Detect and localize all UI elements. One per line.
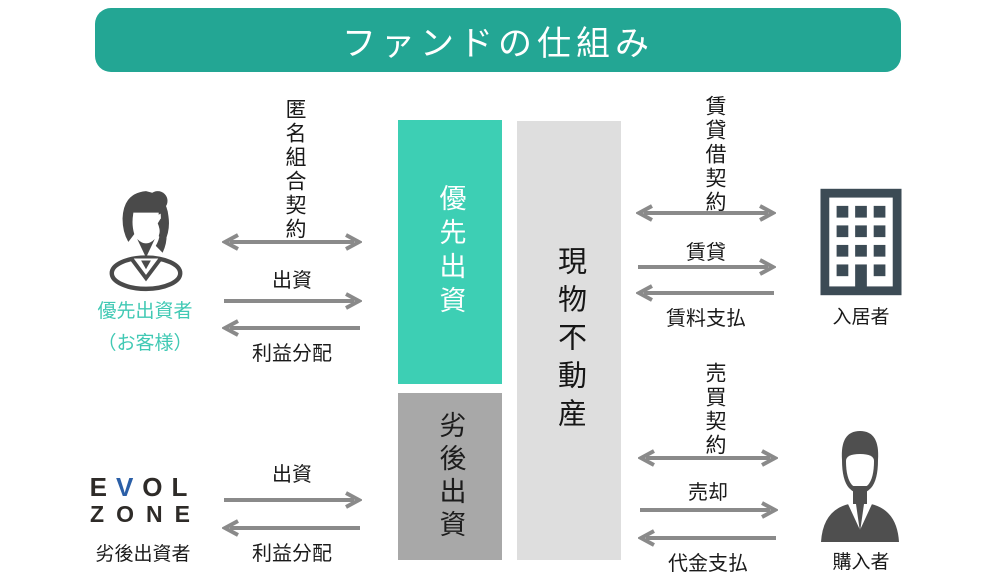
payment-arrow (638, 529, 776, 547)
invest-arrow-top (224, 292, 362, 310)
purchaser-label: 購入者 (832, 552, 890, 573)
lease-arrow (638, 258, 776, 276)
junior-investor-label: 劣後出資者 (95, 544, 191, 565)
man-purchaser-icon (821, 431, 899, 542)
woman-investor-icon (109, 191, 183, 292)
invest-arrow-bottom (224, 491, 362, 509)
lease-contract-label: 賃貸借契約 (703, 94, 726, 215)
real-estate-label: 現物不動産 (553, 245, 586, 436)
rent-payment-arrow (636, 284, 774, 302)
anonymous-partnership-contract-label: 匿名組合契約 (283, 98, 306, 242)
senior-equity-label: 優先出資 (435, 184, 466, 320)
invest-label-bottom: 出資 (272, 464, 312, 486)
page-title: ファンドの仕組み (342, 24, 654, 63)
sale-contract-double-arrow (638, 449, 778, 467)
rent-payment-label: 賃料支払 (666, 308, 746, 330)
invest-label-top: 出資 (272, 270, 312, 292)
contract-double-arrow-left (222, 233, 362, 251)
junior-equity-box: 劣後出資 (398, 393, 502, 560)
logo-v-mark: V (115, 472, 143, 502)
senior-equity-box: 優先出資 (398, 120, 502, 384)
logo-line1: EVOL (89, 472, 197, 502)
priority-investor-sublabel: （お客様） (97, 333, 193, 354)
profit-arrow-bottom (222, 519, 360, 537)
logo-line2: ZONE (90, 500, 202, 527)
profit-label-top: 利益分配 (252, 343, 332, 365)
tenant-label: 入居者 (832, 307, 890, 328)
profit-label-bottom: 利益分配 (252, 543, 332, 565)
building-icon (820, 188, 902, 296)
profit-arrow-top (222, 319, 360, 337)
evol-zone-logo: EVOL ZONE (78, 473, 208, 527)
lease-contract-double-arrow (636, 204, 776, 222)
sale-label: 売却 (688, 482, 728, 504)
sale-contract-label: 売買契約 (703, 362, 726, 458)
title-banner: ファンドの仕組み (95, 8, 901, 72)
real-estate-box: 現物不動産 (517, 121, 621, 560)
sale-arrow (640, 501, 778, 519)
junior-equity-label: 劣後出資 (435, 410, 466, 543)
priority-investor-label: 優先出資者 (97, 301, 193, 322)
payment-label: 代金支払 (668, 553, 748, 575)
lease-label: 賃貸 (686, 242, 726, 264)
